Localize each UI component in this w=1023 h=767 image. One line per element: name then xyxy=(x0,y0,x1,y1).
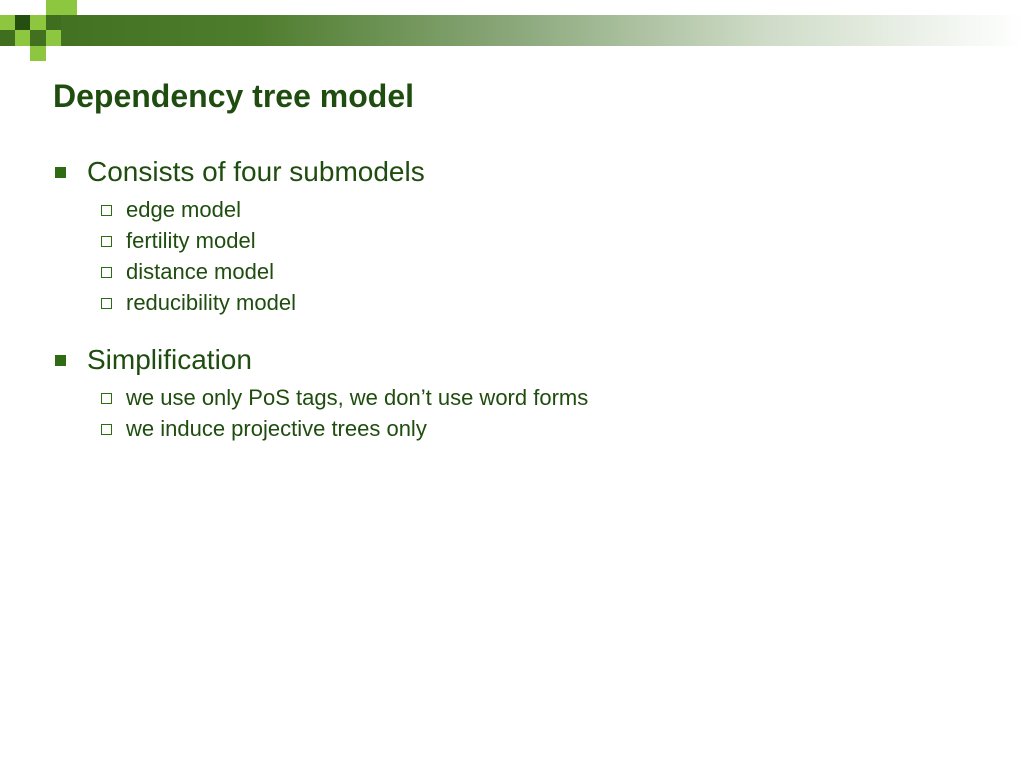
hollow-square-bullet-icon xyxy=(101,236,112,247)
section-heading: Consists of four submodels xyxy=(87,156,425,187)
hollow-square-bullet-icon xyxy=(101,205,112,216)
hollow-square-bullet-icon xyxy=(101,267,112,278)
filled-square-bullet-icon xyxy=(55,355,66,366)
decorative-square xyxy=(30,46,46,61)
slide-title: Dependency tree model xyxy=(53,78,414,114)
decorative-square xyxy=(0,15,15,30)
hollow-square-bullet-icon xyxy=(101,424,112,435)
bullet-section-submodels: Consists of four submodels xyxy=(53,150,983,194)
list-item-text: we induce projective trees only xyxy=(126,416,427,441)
hollow-square-bullet-icon xyxy=(101,298,112,309)
list-item-text: we use only PoS tags, we don’t use word … xyxy=(126,385,589,410)
list-item-text: fertility model xyxy=(126,228,256,253)
list-item-text: edge model xyxy=(126,197,241,222)
slide-content: Consists of four submodels edge model fe… xyxy=(53,150,983,444)
bullet-section-simplification: Simplification xyxy=(53,338,983,382)
decorative-square xyxy=(15,30,30,46)
list-item: distance model xyxy=(53,256,983,287)
list-item: edge model xyxy=(53,194,983,225)
decorative-square xyxy=(46,30,61,46)
list-item-text: reducibility model xyxy=(126,290,296,315)
submodel-list: edge model fertility model distance mode… xyxy=(53,194,983,318)
list-item: fertility model xyxy=(53,225,983,256)
list-item: we induce projective trees only xyxy=(53,413,983,444)
hollow-square-bullet-icon xyxy=(101,393,112,404)
simplification-list: we use only PoS tags, we don’t use word … xyxy=(53,382,983,444)
decorative-square xyxy=(15,15,30,30)
decorative-square xyxy=(30,0,46,15)
list-item: reducibility model xyxy=(53,287,983,318)
decorative-square xyxy=(61,0,77,15)
decorative-square xyxy=(30,15,46,30)
header-gradient-bar xyxy=(0,15,1023,46)
section-heading: Simplification xyxy=(87,344,252,375)
decorative-square xyxy=(46,15,61,30)
decorative-square xyxy=(46,0,61,15)
list-item-text: distance model xyxy=(126,259,274,284)
list-item: we use only PoS tags, we don’t use word … xyxy=(53,382,983,413)
filled-square-bullet-icon xyxy=(55,167,66,178)
